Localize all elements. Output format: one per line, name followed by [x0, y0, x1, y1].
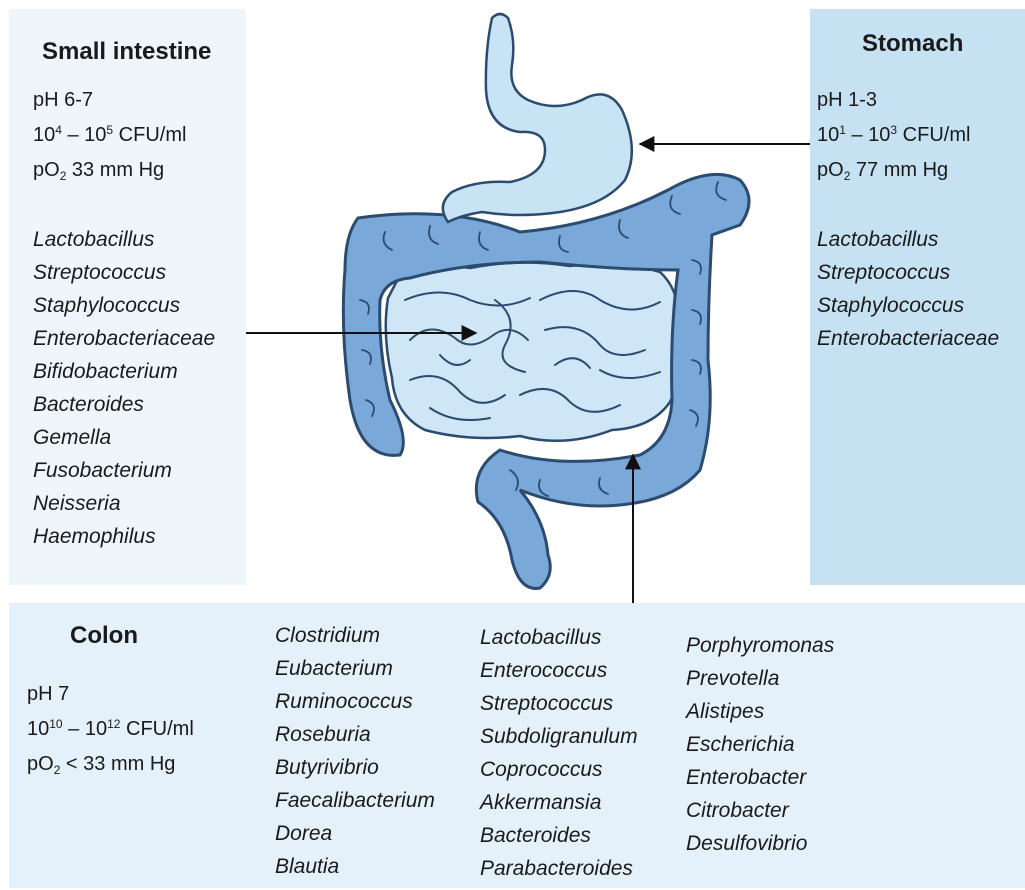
bacteria-item: Haemophilus	[33, 520, 215, 553]
bacteria-item: Fusobacterium	[33, 454, 215, 487]
bacteria-item: Akkermansia	[480, 786, 638, 819]
bacteria-item: Bifidobacterium	[33, 355, 215, 388]
bacteria-item: Streptococcus	[817, 256, 999, 289]
bacteria-item: Coprococcus	[480, 753, 638, 786]
bacteria-item: Blautia	[275, 850, 435, 883]
bacteria-item: Dorea	[275, 817, 435, 850]
colon-bacteria-column-3: Porphyromonas Prevotella Alistipes Esche…	[686, 629, 834, 860]
bacteria-item: Bacteroides	[480, 819, 638, 852]
colon-po2: pO2 < 33 mm Hg	[27, 747, 194, 782]
bacteria-item: Lactobacillus	[480, 621, 638, 654]
bacteria-item: Enterobacteriaceae	[33, 322, 215, 355]
colon-bacteria-column-1: Clostridium Eubacterium Ruminococcus Ros…	[275, 619, 435, 883]
small-intestine-title: Small intestine	[42, 38, 211, 66]
bacteria-item: Roseburia	[275, 718, 435, 751]
bacteria-item: Neisseria	[33, 487, 215, 520]
bacteria-item: Staphylococcus	[33, 289, 215, 322]
small-intestine-bacteria-list: Lactobacillus Streptococcus Staphylococc…	[33, 223, 215, 553]
bacteria-item: Subdoligranulum	[480, 720, 638, 753]
small-intestine-cfu: 104 – 105 CFU/ml	[33, 118, 186, 153]
bacteria-item: Lactobacillus	[33, 223, 215, 256]
stomach-cfu: 101 – 103 CFU/ml	[817, 118, 970, 153]
small-intestine-shape	[386, 262, 680, 440]
bacteria-item: Eubacterium	[275, 652, 435, 685]
stomach-shape	[443, 14, 632, 222]
stomach-stats: pH 1-3 101 – 103 CFU/ml pO2 77 mm Hg	[817, 83, 970, 188]
colon-title: Colon	[70, 622, 138, 650]
bacteria-item: Ruminococcus	[275, 685, 435, 718]
colon-ph: pH 7	[27, 677, 194, 712]
bacteria-item: Streptococcus	[480, 687, 638, 720]
bacteria-item: Porphyromonas	[686, 629, 834, 662]
bacteria-item: Lactobacillus	[817, 223, 999, 256]
bacteria-item: Alistipes	[686, 695, 834, 728]
stomach-bacteria-list: Lactobacillus Streptococcus Staphylococc…	[817, 223, 999, 355]
small-intestine-ph: pH 6-7	[33, 83, 186, 118]
colon-stats: pH 7 1010 – 1012 CFU/ml pO2 < 33 mm Hg	[27, 677, 194, 782]
small-intestine-stats: pH 6-7 104 – 105 CFU/ml pO2 33 mm Hg	[33, 83, 186, 188]
bacteria-item: Clostridium	[275, 619, 435, 652]
bacteria-item: Bacteroides	[33, 388, 215, 421]
bacteria-item: Citrobacter	[686, 794, 834, 827]
stomach-title: Stomach	[862, 30, 963, 58]
bacteria-item: Prevotella	[686, 662, 834, 695]
bacteria-item: Staphylococcus	[817, 289, 999, 322]
bacteria-item: Streptococcus	[33, 256, 215, 289]
bacteria-item: Faecalibacterium	[275, 784, 435, 817]
bacteria-item: Butyrivibrio	[275, 751, 435, 784]
bacteria-item: Gemella	[33, 421, 215, 454]
bacteria-item: Enterobacter	[686, 761, 834, 794]
small-intestine-po2: pO2 33 mm Hg	[33, 153, 186, 188]
bacteria-item: Enterobacteriaceae	[817, 322, 999, 355]
colon-cfu: 1010 – 1012 CFU/ml	[27, 712, 194, 747]
bacteria-item: Escherichia	[686, 728, 834, 761]
stomach-ph: pH 1-3	[817, 83, 970, 118]
bacteria-item: Desulfovibrio	[686, 827, 834, 860]
colon-bacteria-column-2: Lactobacillus Enterococcus Streptococcus…	[480, 621, 638, 885]
stomach-po2: pO2 77 mm Hg	[817, 153, 970, 188]
bacteria-item: Parabacteroides	[480, 852, 638, 885]
bacteria-item: Enterococcus	[480, 654, 638, 687]
